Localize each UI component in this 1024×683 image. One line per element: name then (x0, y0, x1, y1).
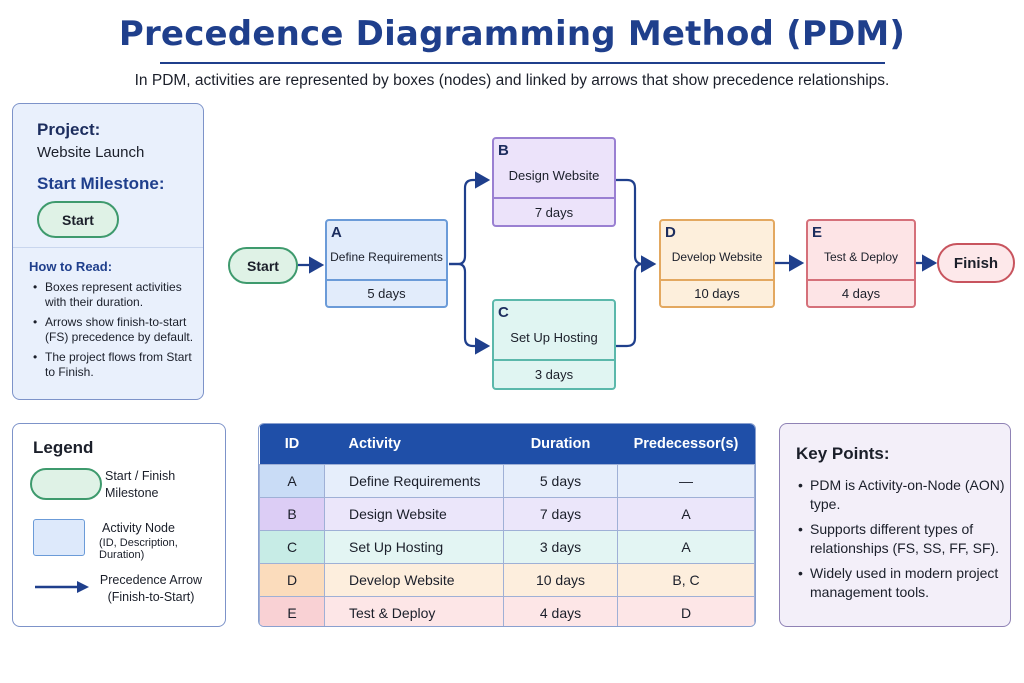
arrow-a-to-b (449, 171, 491, 266)
cell-duration: 4 days (503, 595, 618, 626)
node-id: C (498, 304, 509, 321)
legend-activity-swatch (33, 519, 85, 556)
node-id: D (665, 224, 676, 241)
how-to-read-item: Boxes represent activities with their du… (31, 280, 201, 310)
cell-id: B (259, 496, 325, 531)
cell-duration: 5 days (503, 463, 618, 498)
node-description: Design Website (508, 167, 600, 183)
project-name: Website Launch (37, 144, 145, 161)
header-predecessors: Predecessor(s) (617, 424, 755, 464)
key-points-title: Key Points: (796, 444, 890, 463)
how-to-read-item: Arrows show finish-to-start (FS) precede… (31, 315, 201, 345)
cell-predecessors: B, C (617, 562, 755, 597)
cell-predecessors: A (617, 529, 755, 564)
activity-node-e[interactable]: E Test & Deploy 4 days (806, 219, 916, 308)
start-milestone-label: Start Milestone: (37, 174, 165, 193)
cell-activity: Test & Deploy (324, 595, 504, 626)
node-description: Develop Website (671, 250, 763, 264)
page-title: Precedence Diagramming Method (PDM) (118, 14, 906, 54)
legend-arrow-label: Precedence Arrow (Finish-to-Start) (99, 573, 203, 604)
how-to-read-list: Boxes represent activities with their du… (31, 280, 201, 385)
header-id: ID (259, 424, 325, 464)
node-duration: 7 days (534, 204, 574, 220)
how-to-read-label: How to Read: (29, 259, 113, 274)
arrow-c-to-d (616, 255, 657, 348)
cell-activity: Define Requirements (324, 463, 504, 498)
activity-node-c[interactable]: C Set Up Hosting 3 days (492, 299, 616, 390)
legend-panel: Legend Start / Finish Milestone Activity… (12, 423, 226, 627)
info-divider (13, 247, 203, 248)
node-description: Set Up Hosting (510, 329, 598, 345)
header-duration: Duration (503, 424, 618, 464)
cell-id: C (259, 529, 325, 564)
cell-predecessors: — (617, 463, 755, 498)
cell-duration: 7 days (503, 496, 618, 531)
key-point-item: Widely used in modern project management… (796, 564, 1006, 602)
node-duration: 3 days (534, 367, 574, 382)
how-to-read-item: The project flows from Start to Finish. (31, 350, 201, 380)
activity-node-b[interactable]: B Design Website 7 days (492, 137, 616, 227)
legend-milestone-swatch (30, 468, 102, 500)
legend-title: Legend (33, 438, 94, 457)
key-points-panel: Key Points: PDM is Activity-on-Node (AON… (779, 423, 1011, 627)
node-id: E (812, 224, 823, 241)
start-node[interactable]: Start (228, 247, 298, 284)
node-id: A (331, 224, 342, 241)
cell-activity: Design Website (324, 496, 504, 531)
cell-predecessors: D (617, 595, 755, 626)
cell-activity: Develop Website (324, 562, 504, 597)
activity-node-d[interactable]: D Develop Website 10 days (659, 219, 775, 308)
legend-arrow-icon (35, 581, 89, 593)
arrow-b-to-d (616, 178, 657, 273)
node-description: Test & Deploy (823, 250, 899, 264)
legend-milestone-label: Start / Finish Milestone (105, 469, 176, 500)
node-description: Define Requirements (330, 250, 443, 264)
cell-duration: 10 days (503, 562, 618, 597)
project-info-panel: Project: Website Launch Start Milestone:… (12, 103, 204, 400)
header-activity: Activity (324, 424, 504, 464)
title-underline (160, 62, 885, 64)
node-duration: 4 days (841, 286, 881, 301)
key-point-item: PDM is Activity-on-Node (AON) type. (796, 476, 1006, 514)
key-points-list: PDM is Activity-on-Node (AON) type. Supp… (796, 476, 1006, 608)
start-milestone-pill: Start (37, 201, 119, 238)
legend-activity-label: Activity Node (ID, Description, Duration… (99, 521, 178, 561)
cell-predecessors: A (617, 496, 755, 531)
page-subtitle: In PDM, activities are represented by bo… (134, 72, 890, 89)
node-duration: 5 days (367, 286, 406, 301)
cell-duration: 3 days (503, 529, 618, 564)
cell-activity: Set Up Hosting (324, 529, 504, 564)
node-duration: 10 days (694, 286, 740, 301)
cell-id: A (259, 463, 325, 498)
activity-node-a[interactable]: A Define Requirements 5 days (325, 219, 448, 308)
cell-id: E (259, 595, 325, 626)
project-label: Project: (37, 120, 101, 139)
table-header-row: ID Activity Duration Predecessor(s) (259, 424, 755, 464)
arrow-a-to-c (449, 262, 491, 355)
finish-node[interactable]: Finish (937, 243, 1015, 283)
key-point-item: Supports different types of relationship… (796, 520, 1006, 558)
node-id: B (498, 142, 509, 159)
cell-id: D (259, 562, 325, 597)
